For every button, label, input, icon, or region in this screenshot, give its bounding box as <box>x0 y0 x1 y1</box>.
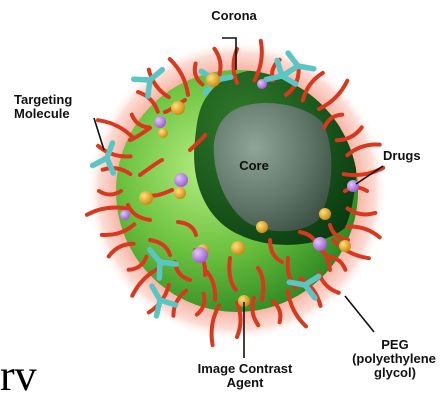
image-contrast-label-line1: Image Contrast <box>180 362 310 376</box>
contrast-agent-icon <box>139 191 153 205</box>
contrast-agent-icon <box>319 208 331 220</box>
cropped-text-fragment: rv <box>0 354 37 398</box>
image-contrast-label-line2: Agent <box>200 376 290 390</box>
peg-label-line2: (polyethylene <box>344 352 444 366</box>
corona-label: Corona <box>205 9 263 23</box>
contrast-agent-icon <box>339 240 351 252</box>
drug-particle-icon <box>154 116 166 128</box>
targeting-label-line2: Molecule <box>14 107 100 121</box>
contrast-agent-icon <box>158 128 168 138</box>
drug-particle-icon <box>120 210 130 220</box>
drug-particle-icon <box>347 180 359 192</box>
drugs-label: Drugs <box>383 149 439 163</box>
drug-particle-icon <box>257 79 267 89</box>
peg-label-line1: PEG <box>350 338 440 352</box>
contrast-agent-icon <box>256 221 268 233</box>
contrast-agent-icon <box>231 241 245 255</box>
core-label: Core <box>226 159 282 173</box>
peg-label-line3: glycol) <box>350 366 440 380</box>
peg-leader <box>345 296 374 332</box>
drug-particle-icon <box>313 237 327 251</box>
contrast-agent-icon <box>171 101 185 115</box>
drug-particle-icon <box>174 173 188 187</box>
targeting-label-line1: Targeting <box>14 93 100 107</box>
contrast-agent-icon <box>174 187 186 199</box>
drug-particle-icon <box>192 247 208 263</box>
contrast-agent-icon <box>206 73 220 87</box>
